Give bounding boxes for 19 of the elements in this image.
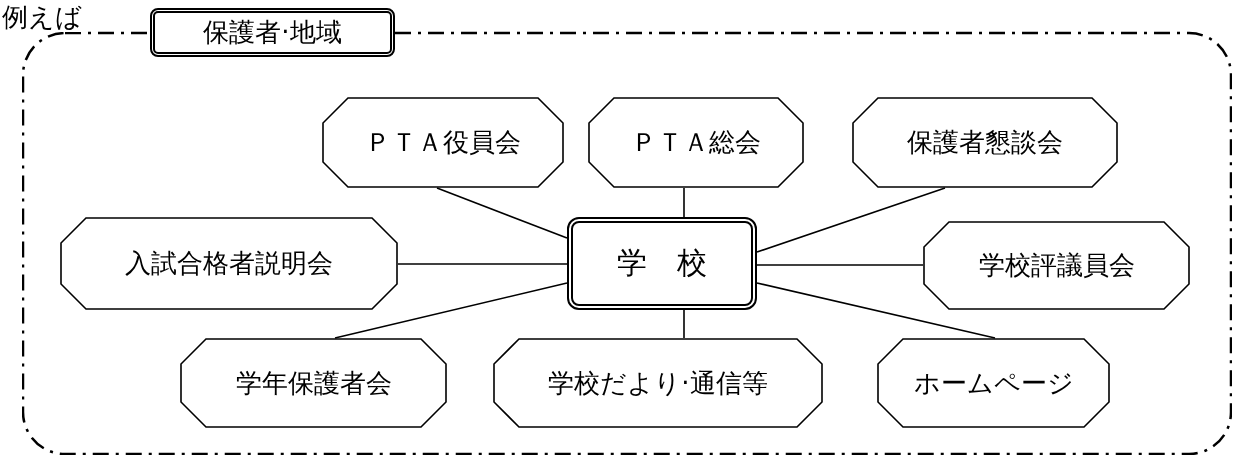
connector-line bbox=[756, 187, 946, 253]
connector-line bbox=[683, 187, 685, 218]
connector-line bbox=[334, 282, 568, 339]
octagon-box: ホームページ bbox=[877, 338, 1110, 428]
connector-line bbox=[683, 309, 685, 339]
octagon-box: 学年保護者会 bbox=[180, 338, 447, 428]
octagon-box: 学校だより·通信等 bbox=[493, 338, 823, 428]
octagon-box: 学校評議員会 bbox=[923, 221, 1190, 310]
connector-line bbox=[397, 263, 568, 265]
connector-line bbox=[756, 264, 924, 266]
octagon-box: 入試合格者説明会 bbox=[60, 217, 398, 310]
connector-line bbox=[756, 282, 996, 339]
octagon-box: 保護者懇談会 bbox=[852, 97, 1118, 188]
octagon-box: ＰＴＡ役員会 bbox=[322, 97, 564, 188]
connector-line bbox=[436, 187, 568, 239]
double-bordered-box: 学 校 bbox=[567, 217, 757, 310]
heading-box: 保護者·地域 bbox=[150, 8, 395, 57]
octagon-box: ＰＴＡ総会 bbox=[588, 97, 804, 188]
label-text: 例えば bbox=[2, 2, 82, 32]
